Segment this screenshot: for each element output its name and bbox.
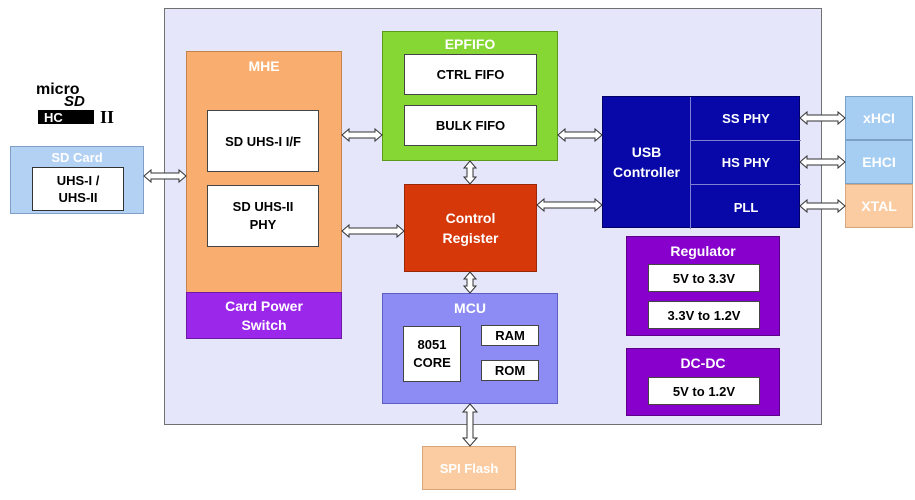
- sd-uhs1-if-box: SD UHS-I I/F: [207, 110, 319, 172]
- hs-phy: HS PHY: [690, 141, 801, 185]
- arrow-pll-xtal: [799, 198, 846, 214]
- ss-phy: SS PHY: [690, 97, 801, 141]
- svg-text:micro: micro: [36, 81, 80, 98]
- mhe-block: MHE SD UHS-I I/F SD UHS-II PHY: [186, 51, 342, 339]
- dcdc-block: DC-DC 5V to 1.2V: [626, 348, 780, 416]
- dcdc-title: DC-DC: [680, 355, 726, 371]
- hs-phy-label: HS PHY: [721, 155, 771, 170]
- arrow-epfifo-usb: [557, 127, 603, 143]
- mcu-block: MCU 8051 CORE RAM ROM: [382, 293, 558, 404]
- sd-uhs2-phy-box: SD UHS-II PHY: [207, 185, 319, 247]
- regulator-item1-label: 5V to 3.3V: [672, 270, 736, 286]
- epfifo-title: EPFIFO: [444, 36, 496, 52]
- dcdc-item1-label: 5V to 1.2V: [672, 383, 736, 399]
- dcdc-5v-1v2: 5V to 1.2V: [648, 377, 760, 405]
- arrow-epfifo-ctrlreg: [462, 160, 478, 185]
- ss-phy-label: SS PHY: [722, 111, 770, 126]
- usb-block: USB Controller SS PHY HS PHY PLL: [602, 96, 801, 229]
- rom-label: ROM: [494, 363, 526, 378]
- ctrl-fifo-label: CTRL FIFO: [436, 67, 505, 82]
- epfifo-block: EPFIFO CTRL FIFO BULK FIFO: [382, 31, 558, 161]
- spi-flash-label: SPI Flash: [439, 460, 499, 476]
- arrow-uhs1-epfifo: [341, 127, 383, 143]
- sd-uhs1-if-label: SD UHS-I I/F: [225, 133, 301, 149]
- sd-card-inner-line1: UHS-I /: [56, 173, 100, 188]
- core-line1: 8051: [417, 337, 447, 352]
- svg-text:II: II: [100, 107, 114, 127]
- ram-box: RAM: [481, 325, 539, 346]
- microsdhc-ii-logo: micro SD HC II: [36, 81, 114, 127]
- bulk-fifo-label: BULK FIFO: [435, 118, 506, 133]
- arrow-sdcard-mhe: [143, 168, 187, 184]
- regulator-5v-3v3: 5V to 3.3V: [648, 264, 760, 292]
- regulator-block: Regulator 5V to 3.3V 3.3V to 1.2V: [626, 236, 780, 336]
- spi-flash-block: SPI Flash: [422, 446, 516, 490]
- usb-controller-line1: USB: [631, 144, 662, 160]
- arrow-hsphy-ehci: [799, 154, 846, 170]
- xtal-label: XTAL: [861, 198, 897, 214]
- core-8051-box: 8051 CORE: [403, 326, 461, 382]
- xtal-block: XTAL: [845, 184, 913, 228]
- ehci-label: EHCI: [862, 154, 896, 170]
- mcu-title: MCU: [454, 300, 486, 316]
- ram-label: RAM: [495, 328, 525, 343]
- card-power-switch-line2: Switch: [241, 316, 287, 333]
- sd-uhs2-phy-line1: SD UHS-II: [232, 199, 294, 214]
- core-line2: CORE: [413, 355, 451, 370]
- arrow-ctrlreg-mcu: [462, 271, 478, 294]
- rom-box: ROM: [481, 360, 539, 381]
- pll-label: PLL: [733, 199, 759, 215]
- ehci-block: EHCI: [845, 140, 913, 184]
- arrow-mcu-spiflash: [461, 403, 479, 447]
- sd-card-inner-line2: UHS-II: [58, 190, 98, 205]
- sd-uhs2-phy-line2: PHY: [249, 217, 277, 232]
- xhci-label: xHCI: [863, 110, 895, 126]
- card-power-switch-line1: Card Power: [225, 297, 303, 314]
- svg-text:HC: HC: [44, 110, 63, 125]
- card-power-switch-block: Card Power Switch: [186, 292, 342, 339]
- svg-text:SD: SD: [64, 93, 85, 110]
- mhe-title: MHE: [248, 58, 280, 74]
- control-register-block: Control Register: [404, 184, 537, 272]
- sd-card-block: SD Card UHS-I / UHS-II: [10, 146, 144, 214]
- sd-card-title: SD Card: [51, 149, 103, 165]
- arrow-ctrlreg-usb: [536, 197, 603, 213]
- regulator-item2-label: 3.3V to 1.2V: [667, 307, 741, 323]
- usb-controller: USB Controller: [603, 97, 690, 227]
- ctrl-fifo-box: CTRL FIFO: [404, 54, 537, 95]
- usb-controller-line2: Controller: [613, 164, 680, 180]
- arrow-ssphy-xhci: [799, 110, 846, 126]
- pll: PLL: [690, 185, 801, 229]
- regulator-title: Regulator: [670, 243, 736, 259]
- control-register-line1: Control: [445, 210, 496, 226]
- bulk-fifo-box: BULK FIFO: [404, 105, 537, 146]
- control-register-line2: Register: [442, 230, 499, 246]
- sd-card-uhs-box: UHS-I / UHS-II: [32, 167, 124, 211]
- xhci-block: xHCI: [845, 96, 913, 140]
- arrow-uhs2-ctrlreg: [341, 223, 405, 239]
- regulator-3v3-1v2: 3.3V to 1.2V: [648, 301, 760, 329]
